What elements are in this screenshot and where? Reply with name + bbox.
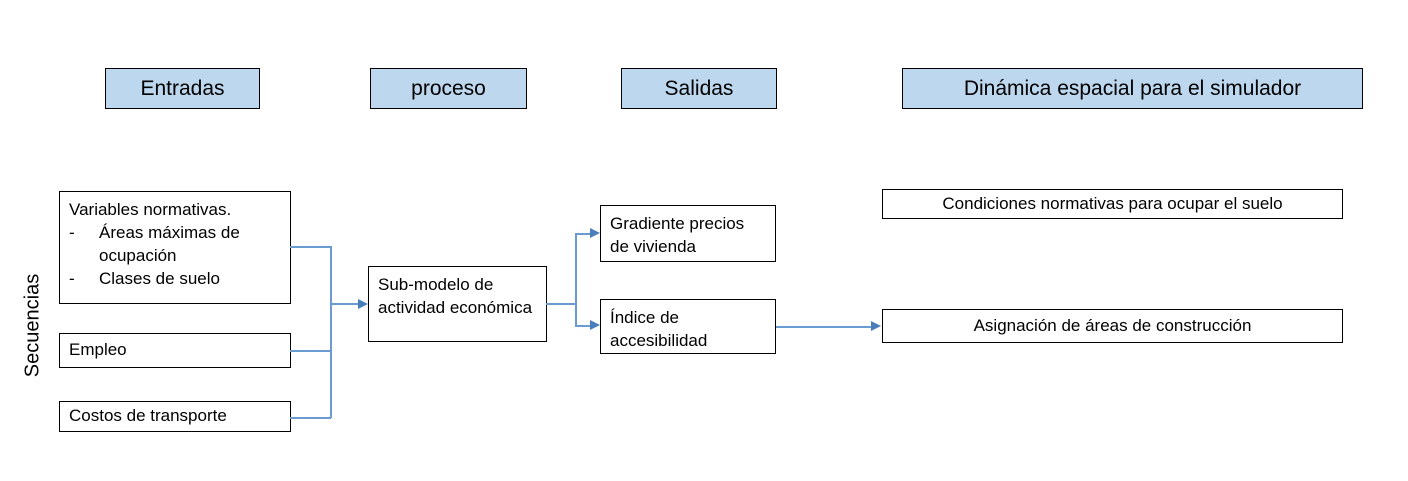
- variables-bullet-text: Áreas máximas de ocupación: [99, 222, 240, 265]
- spatial-box-condiciones-normativas[interactable]: Condiciones normativas para ocupar el su…: [882, 189, 1343, 219]
- connector-costos-to-bus: [290, 417, 331, 419]
- output-label-gradiente-precios: Gradiente precios de vivienda: [610, 214, 745, 256]
- connector-split-to-indice: [575, 325, 593, 327]
- arrow-head-icon-split-to-gradiente: [590, 228, 600, 238]
- connector-indice-to-asignacion: [776, 326, 873, 328]
- connector-process-to-split: [546, 303, 577, 305]
- output-box-indice-accesibilidad[interactable]: Índice de accesibilidad: [600, 299, 776, 354]
- stage-label-salidas: Salidas: [664, 76, 734, 100]
- input-label-empleo: Empleo: [69, 340, 127, 360]
- stage-box-entradas[interactable]: Entradas: [105, 68, 260, 109]
- stage-label-dinamica-espacial: Dinámica espacial para el simulador: [963, 76, 1302, 100]
- variables-bullet-list: - Áreas máximas de ocupación - Clases de…: [69, 222, 281, 291]
- stage-label-entradas: Entradas: [140, 76, 225, 100]
- output-label-indice-accesibilidad: Índice de accesibilidad: [610, 308, 708, 350]
- spatial-box-asignacion-areas[interactable]: Asignación de áreas de construcción: [882, 309, 1343, 343]
- connector-bus-to-process: [330, 303, 360, 305]
- arrow-head-icon-split-to-indice: [590, 320, 600, 330]
- connector-input-bus-vertical: [330, 246, 332, 418]
- spatial-label-condiciones-normativas: Condiciones normativas para ocupar el su…: [942, 193, 1283, 213]
- connector-empleo-to-bus: [290, 350, 331, 352]
- variables-bullet-item: - Clases de suelo: [69, 268, 281, 291]
- connector-variables-to-bus: [290, 246, 331, 248]
- connector-output-split-vertical: [575, 233, 577, 326]
- side-label-secuencias: Secuencias: [22, 266, 45, 386]
- arrow-head-icon-indice-to-asignacion: [871, 321, 881, 331]
- input-box-costos-transporte[interactable]: Costos de transporte: [59, 401, 291, 432]
- side-label-text: Secuencias: [21, 273, 44, 378]
- stage-label-proceso: proceso: [411, 76, 486, 100]
- arrow-head-icon-bus-to-process: [358, 298, 368, 309]
- process-label-submodelo: Sub-modelo de actividad económica: [378, 275, 533, 317]
- stage-box-dinamica-espacial[interactable]: Dinámica espacial para el simulador: [902, 68, 1363, 109]
- process-box-submodelo[interactable]: Sub-modelo de actividad económica: [368, 266, 547, 342]
- variables-bullet-item: - Áreas máximas de ocupación: [69, 222, 281, 268]
- input-box-variables-normativas[interactable]: Variables normativas. - Áreas máximas de…: [59, 191, 291, 304]
- variables-lead-text: Variables normativas.: [69, 200, 232, 219]
- connector-split-to-gradiente: [575, 233, 593, 235]
- spatial-label-asignacion-areas: Asignación de áreas de construcción: [973, 315, 1252, 335]
- stage-box-proceso[interactable]: proceso: [370, 68, 527, 109]
- stage-box-salidas[interactable]: Salidas: [621, 68, 777, 109]
- dash-icon: -: [69, 268, 75, 288]
- variables-content: Variables normativas. - Áreas máximas de…: [69, 199, 281, 291]
- variables-bullet-text: Clases de suelo: [99, 268, 220, 288]
- output-box-gradiente-precios[interactable]: Gradiente precios de vivienda: [600, 205, 776, 262]
- input-box-empleo[interactable]: Empleo: [59, 333, 291, 368]
- input-label-costos-transporte: Costos de transporte: [69, 406, 227, 426]
- dash-icon: -: [69, 222, 75, 242]
